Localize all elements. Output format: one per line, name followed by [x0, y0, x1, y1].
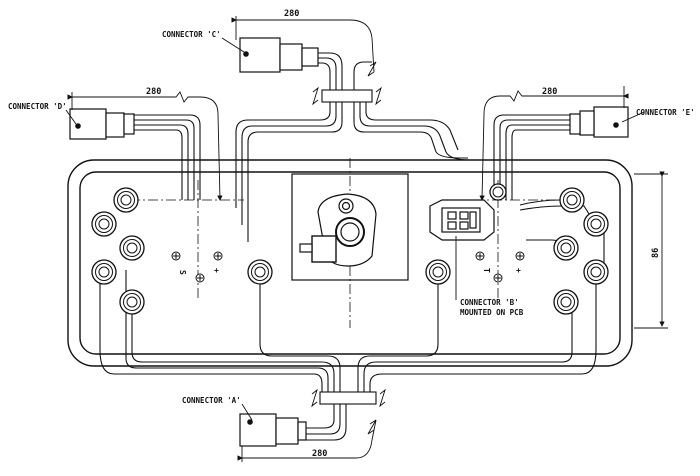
symbol-right-plus: + — [516, 266, 521, 275]
socket-terminal — [553, 235, 579, 261]
connector-d-plug — [69, 108, 135, 140]
connector-b-sublabel: MOUNTED ON PCB — [460, 308, 524, 317]
symbol-left-s: S — [178, 270, 187, 275]
connector-e-label: CONNECTOR 'E' — [636, 108, 695, 117]
socket-terminal — [583, 211, 609, 237]
connector-e-plug — [569, 106, 629, 138]
connector-b — [429, 199, 495, 241]
socket-terminal — [247, 259, 273, 285]
dimension-bottom-value: 280 — [312, 449, 327, 459]
dimension-right-value: 280 — [542, 87, 557, 97]
wire-harness-d — [132, 114, 201, 200]
symbol-right-t: T — [482, 268, 491, 273]
socket-terminal — [583, 259, 609, 285]
connector-c-plug — [239, 37, 319, 73]
cable-clamp-top — [321, 89, 373, 103]
gauge-movement — [299, 193, 377, 267]
connector-a-plug — [239, 413, 307, 447]
wire-harness-e — [493, 114, 570, 200]
socket-terminal — [91, 259, 117, 285]
connector-a-label: CONNECTOR 'A' — [182, 396, 241, 405]
symbol-left-plus: + — [214, 266, 219, 275]
dimension-left-value: 280 — [146, 87, 161, 97]
connector-c-label: CONNECTOR 'C' — [162, 30, 221, 39]
dimension-lines — [67, 16, 668, 462]
wire-harness-top — [235, 52, 471, 242]
socket-terminal — [91, 211, 117, 237]
connector-b-label: CONNECTOR 'B' — [460, 298, 519, 307]
socket-terminal — [113, 187, 139, 213]
wire-harness-bottom — [99, 270, 597, 441]
connector-d-label: CONNECTOR 'D' — [8, 102, 67, 111]
dimension-top-value: 280 — [284, 9, 299, 19]
socket-terminal — [553, 289, 579, 315]
cable-clamp-bottom — [319, 391, 377, 405]
dimension-height-value: 86 — [651, 248, 661, 258]
socket-terminal — [119, 289, 145, 315]
socket-terminal — [559, 187, 585, 213]
socket-terminal — [119, 235, 145, 261]
socket-terminal — [489, 183, 507, 201]
terminal-screws — [171, 251, 525, 283]
socket-terminal — [425, 259, 451, 285]
